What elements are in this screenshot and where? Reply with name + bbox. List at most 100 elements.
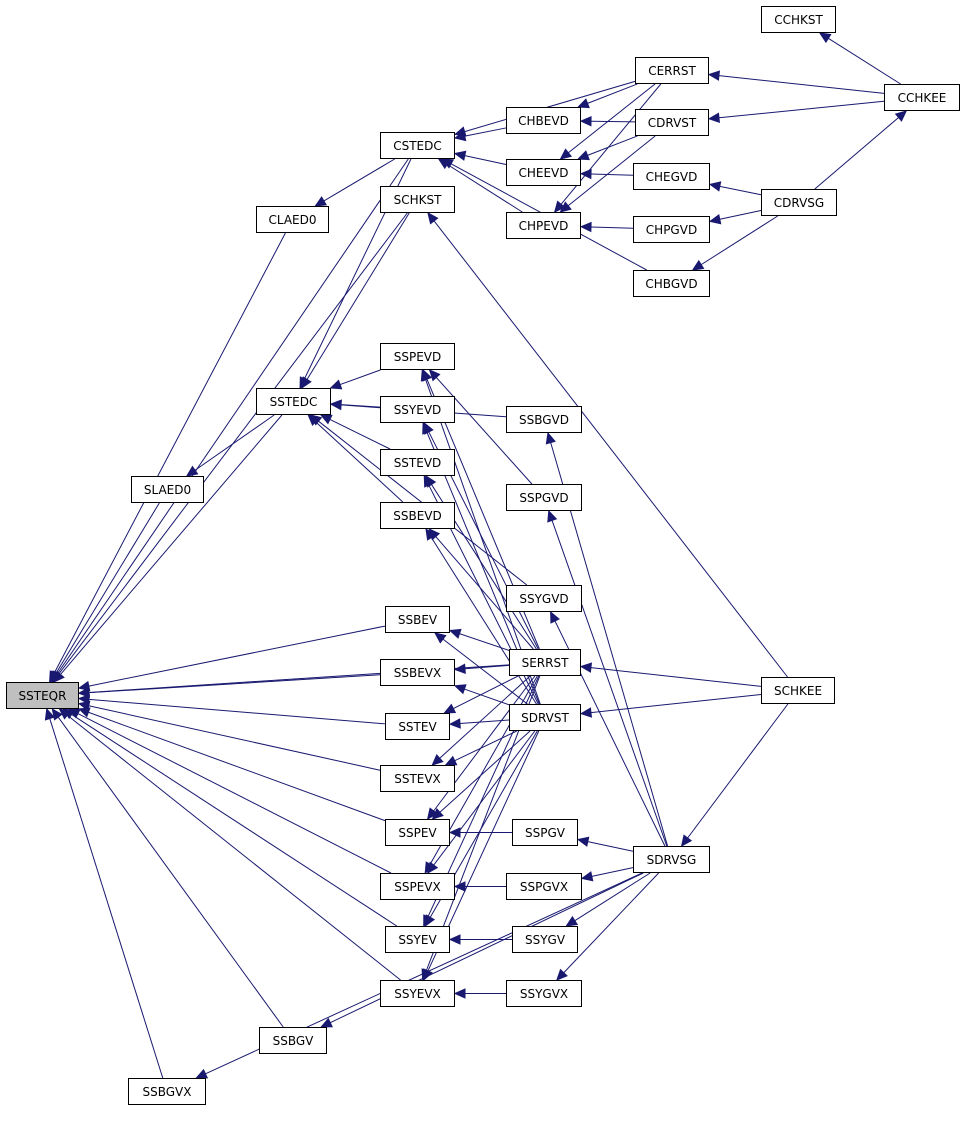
arrowhead-cdrvst bbox=[707, 112, 720, 124]
arrowhead-cstedc bbox=[441, 158, 455, 169]
arrowhead-ssyevd bbox=[422, 421, 432, 435]
node-ssbgv[interactable]: SSBGV bbox=[259, 1027, 327, 1054]
edge-ssyev-to-ssteqr bbox=[71, 714, 398, 927]
node-sspgvx[interactable]: SSPGVX bbox=[506, 873, 582, 900]
node-schkee[interactable]: SCHKEE bbox=[761, 677, 835, 704]
arrowhead-sstedc bbox=[329, 379, 343, 390]
arrowhead-cstedc bbox=[453, 150, 467, 161]
edge-ssbgvx-to-ssteqr bbox=[49, 718, 164, 1079]
arrowhead-sstedc bbox=[301, 376, 312, 390]
node-sstedc[interactable]: SSTEDC bbox=[256, 388, 331, 415]
node-sstev[interactable]: SSTEV bbox=[385, 713, 450, 740]
arrowhead-ssyev bbox=[424, 914, 436, 928]
node-ssygv[interactable]: SSYGV bbox=[512, 926, 578, 953]
node-chegvd[interactable]: CHEGVD bbox=[633, 163, 710, 190]
node-sspev[interactable]: SSPEV bbox=[385, 819, 450, 846]
node-ssbev[interactable]: SSBEV bbox=[385, 606, 450, 633]
node-sdrvsg[interactable]: SDRVSG bbox=[633, 846, 710, 873]
node-sspgv[interactable]: SSPGV bbox=[512, 819, 578, 846]
arrowhead-serrst bbox=[579, 662, 593, 673]
edge-schkee-to-sdrvst bbox=[590, 693, 762, 714]
edge-serrst-to-ssbev bbox=[459, 633, 510, 651]
arrowhead-chbevd bbox=[577, 98, 590, 109]
node-ssteqr: SSTEQR bbox=[6, 682, 79, 709]
edge-sdrvst-to-sstevx bbox=[454, 730, 517, 762]
edge-sstev-to-ssteqr bbox=[88, 698, 386, 725]
arrowhead-sspev bbox=[448, 827, 461, 838]
node-ssyev[interactable]: SSYEV bbox=[385, 926, 450, 953]
node-schkst[interactable]: SCHKST bbox=[380, 186, 455, 213]
node-chpevd[interactable]: CHPEVD bbox=[506, 212, 581, 239]
node-sspevx[interactable]: SSPEVX bbox=[380, 873, 455, 900]
edge-ssyevx-to-ssteqr bbox=[67, 714, 401, 981]
node-ssbevd[interactable]: SSBEVD bbox=[380, 502, 455, 529]
arrowhead-cerrst bbox=[707, 70, 721, 81]
node-sstevx[interactable]: SSTEVX bbox=[380, 765, 455, 792]
edge-cstedc-to-claed0 bbox=[323, 158, 395, 202]
edge-cdrvst-to-chbevd bbox=[590, 120, 636, 123]
node-chbevd[interactable]: CHBEVD bbox=[506, 107, 581, 134]
node-cchkee[interactable]: CCHKEE bbox=[884, 84, 960, 111]
arrowhead-sspev bbox=[431, 808, 444, 820]
arrowhead-ssbgvx bbox=[195, 1068, 209, 1079]
node-sspgvd[interactable]: SSPGVD bbox=[506, 484, 582, 511]
arrowhead-sspevx bbox=[453, 881, 466, 892]
arrowhead-sstev bbox=[448, 718, 461, 729]
edge-cerrst-to-chbevd bbox=[587, 83, 638, 104]
arrowhead-slaed0 bbox=[185, 465, 199, 477]
edge-chpevd-to-cstedc bbox=[446, 163, 523, 213]
arrowhead-ssyevx bbox=[453, 988, 466, 999]
arrowhead-ssbevd bbox=[425, 527, 437, 541]
node-cerrst[interactable]: CERRST bbox=[635, 57, 709, 84]
edge-sstedc-to-slaed0 bbox=[194, 414, 275, 471]
node-ssyevx[interactable]: SSYEVX bbox=[380, 980, 455, 1007]
node-ssyevd[interactable]: SSYEVD bbox=[380, 396, 455, 423]
node-ssbgvd[interactable]: SSBGVD bbox=[506, 406, 582, 433]
arrowhead-ssbevx bbox=[453, 684, 467, 695]
node-cstedc[interactable]: CSTEDC bbox=[380, 132, 455, 159]
edge-cheevd-to-cstedc bbox=[464, 155, 507, 165]
edge-sdrvsg-to-sspgv bbox=[587, 841, 634, 852]
edge-serrst-to-ssbevx bbox=[464, 664, 510, 670]
arrowhead-cheevd bbox=[559, 148, 573, 160]
edge-sstevx-to-ssteqr bbox=[88, 705, 381, 771]
edge-cdrvsg-to-chbgvd bbox=[700, 215, 779, 266]
arrowhead-ssbgv bbox=[320, 1017, 333, 1028]
arrowhead-ssteqr bbox=[77, 707, 91, 718]
node-ssbevx[interactable]: SSBEVX bbox=[380, 659, 455, 686]
arrowhead-sdrvst bbox=[579, 707, 593, 718]
node-serrst[interactable]: SERRST bbox=[509, 649, 581, 676]
arrowhead-ssbev bbox=[434, 632, 447, 644]
node-claed0[interactable]: CLAED0 bbox=[256, 206, 329, 233]
edge-ssbevx-to-ssteqr bbox=[88, 674, 381, 694]
arrowhead-chpevd bbox=[579, 221, 592, 233]
node-cdrvst[interactable]: CDRVST bbox=[635, 109, 709, 136]
node-cchkst[interactable]: CCHKST bbox=[761, 6, 836, 33]
arrowhead-ssteqr bbox=[51, 708, 63, 721]
node-ssygvx[interactable]: SSYGVX bbox=[506, 980, 582, 1007]
node-slaed0[interactable]: SLAED0 bbox=[131, 476, 204, 503]
edge-serrst-to-ssbevd bbox=[435, 536, 534, 650]
edge-sdrvst-to-sspevx bbox=[433, 730, 536, 866]
node-chbgvd[interactable]: CHBGVD bbox=[633, 270, 710, 297]
arrowhead-ssygvd bbox=[550, 610, 560, 624]
node-chpgvd[interactable]: CHPGVD bbox=[633, 216, 710, 243]
edge-ssbev-to-ssteqr bbox=[88, 625, 386, 687]
edge-sdrvst-to-ssbev bbox=[442, 638, 528, 705]
edge-sstedc-to-ssteqr bbox=[60, 414, 283, 675]
edge-chpgvd-to-chpevd bbox=[590, 226, 634, 229]
node-ssbgvx[interactable]: SSBGVX bbox=[128, 1078, 206, 1105]
node-ssygvd[interactable]: SSYGVD bbox=[506, 585, 582, 612]
arrowhead-sstedc bbox=[319, 414, 333, 425]
arrowhead-ssteqr bbox=[77, 687, 90, 698]
arrowhead-ssyev bbox=[448, 934, 461, 945]
node-cheevd[interactable]: CHEEVD bbox=[506, 159, 581, 186]
node-sdrvst[interactable]: SDRVST bbox=[509, 704, 581, 731]
arrowhead-stevd bbox=[423, 474, 434, 488]
node-cdrvsg[interactable]: CDRVSG bbox=[761, 189, 837, 216]
node-sspevd[interactable]: SSPEVD bbox=[380, 343, 455, 370]
arrowhead-chpevd bbox=[559, 201, 572, 213]
node-sstevd[interactable]: SSTEVD bbox=[380, 449, 455, 476]
edge-cchkee-to-cchkst bbox=[828, 37, 901, 85]
